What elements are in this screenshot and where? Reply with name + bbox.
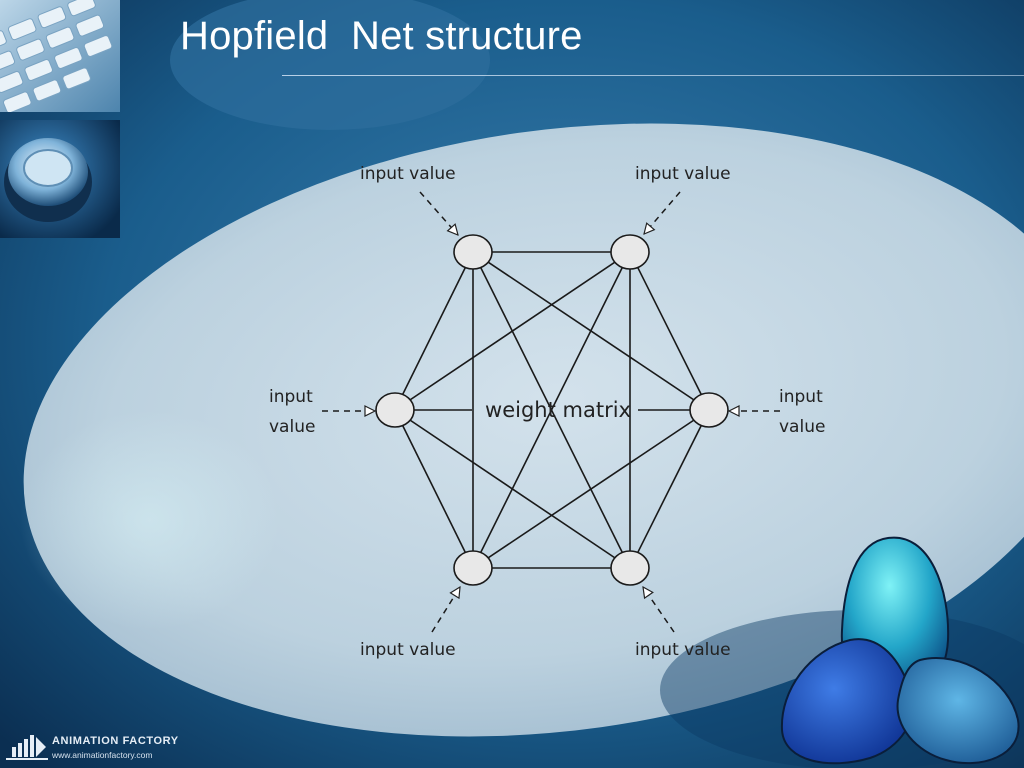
knob-thumbnail	[0, 120, 120, 238]
logo-name: ANIMATION FACTORY	[52, 735, 179, 747]
edge-l-br	[394, 409, 631, 569]
calculator-keys-thumbnail	[0, 0, 120, 112]
neuron-node-top-left	[453, 234, 493, 270]
center-label: weight matrix	[485, 398, 631, 422]
label-right-line2: value	[779, 417, 825, 437]
label-left-line2: value	[269, 417, 315, 437]
logo-url: www.animationfactory.com	[52, 750, 153, 760]
slide-title: Hopfield Net structure	[180, 14, 583, 58]
input-arrow-top-right	[644, 191, 681, 234]
edge-tr-r	[629, 251, 710, 411]
animation-factory-logo-icon	[6, 735, 48, 760]
edge-r-bl	[472, 409, 710, 569]
title-divider	[282, 75, 1024, 76]
hopfield-network-diagram: weight matrix input value input value in…	[269, 164, 825, 660]
label-bottom-right: input value	[635, 640, 731, 660]
input-arrows	[322, 191, 780, 633]
label-top-left: input value	[360, 164, 456, 184]
input-arrow-bottom-right	[643, 587, 675, 633]
edge-tr-l	[394, 251, 631, 411]
input-arrow-top-left	[419, 191, 458, 235]
label-right-line1: input	[779, 387, 823, 407]
edge-tr-bl	[472, 251, 631, 569]
label-left-line1: input	[269, 387, 313, 407]
edge-l-bl	[394, 409, 474, 569]
label-bottom-left: input value	[360, 640, 456, 660]
neuron-node-left	[375, 392, 415, 428]
edge-r-br	[629, 409, 710, 569]
label-top-right: input value	[635, 164, 731, 184]
neuron-node-right	[689, 392, 729, 428]
neuron-node-bottom-left	[453, 550, 493, 586]
input-arrow-bottom-left	[431, 587, 460, 633]
edge-tl-l	[394, 251, 474, 411]
neuron-node-top-right	[610, 234, 650, 270]
neuron-node-bottom-right	[610, 550, 650, 586]
trefoil-blob-decoration	[780, 536, 1020, 765]
